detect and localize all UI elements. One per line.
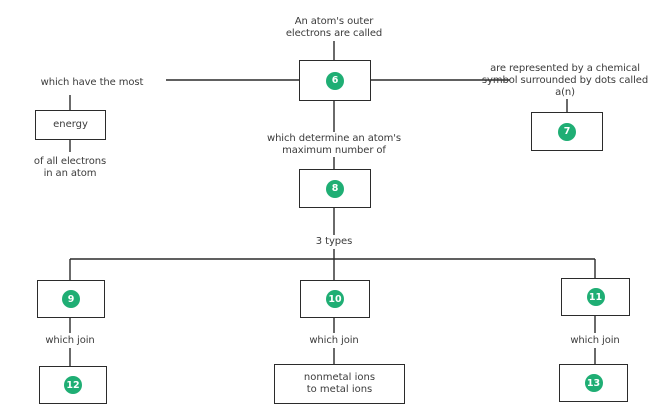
right-line-1: are represented by a chemical <box>490 63 640 74</box>
which-join-text-9: which join <box>45 335 95 346</box>
prompt-line-2: electrons are called <box>285 28 383 39</box>
badge-11: 11 <box>586 288 605 306</box>
badge-8: 8 <box>326 179 344 198</box>
energy-box: energy <box>35 110 106 140</box>
badge-10: 10 <box>326 290 344 308</box>
which-join-text-11: which join <box>570 335 620 346</box>
answer-box-11[interactable]: 11 <box>561 278 630 316</box>
badge-9: 9 <box>62 290 80 308</box>
answer-box-7[interactable]: 7 <box>531 112 603 151</box>
which-have-the-most-text: which have the most <box>40 77 144 88</box>
prompt-line-1: An atom's outer <box>294 16 374 27</box>
answer-box-8[interactable]: 8 <box>299 169 371 208</box>
caption-line-1: of all electrons <box>33 156 107 167</box>
three-types-label: 3 types <box>315 236 353 247</box>
determine-maximum-text: which determine an atom's maximum number… <box>249 133 419 157</box>
nonmetal-line-1: nonmetal ions <box>303 372 376 383</box>
all-electrons-caption: of all electrons in an atom <box>20 156 120 180</box>
badge-13: 13 <box>584 374 603 392</box>
nonmetal-line-2: to metal ions <box>306 384 373 395</box>
nonmetal-ions-label: nonmetal ions to metal ions <box>304 372 375 396</box>
answer-box-12[interactable]: 12 <box>39 366 107 404</box>
middle-line-2: maximum number of <box>282 145 386 156</box>
nonmetal-ions-box: nonmetal ions to metal ions <box>274 364 405 404</box>
badge-12: 12 <box>64 376 82 394</box>
badge-6: 6 <box>326 71 344 90</box>
represented-by-symbol-text: are represented by a chemical symbol sur… <box>468 63 662 99</box>
answer-box-9[interactable]: 9 <box>37 280 105 318</box>
answer-box-13[interactable]: 13 <box>559 364 628 402</box>
caption-line-2: in an atom <box>43 168 97 179</box>
which-join-text-10: which join <box>309 335 359 346</box>
badge-7: 7 <box>558 122 576 141</box>
prompt-outer-electrons: An atom's outer electrons are called <box>264 16 404 40</box>
answer-box-6[interactable]: 6 <box>299 60 371 101</box>
middle-line-1: which determine an atom's <box>266 133 402 144</box>
energy-label: energy <box>53 119 88 130</box>
right-line-3: a(n) <box>555 87 575 98</box>
right-line-2: symbol surrounded by dots called <box>481 75 649 86</box>
answer-box-10[interactable]: 10 <box>300 280 370 318</box>
